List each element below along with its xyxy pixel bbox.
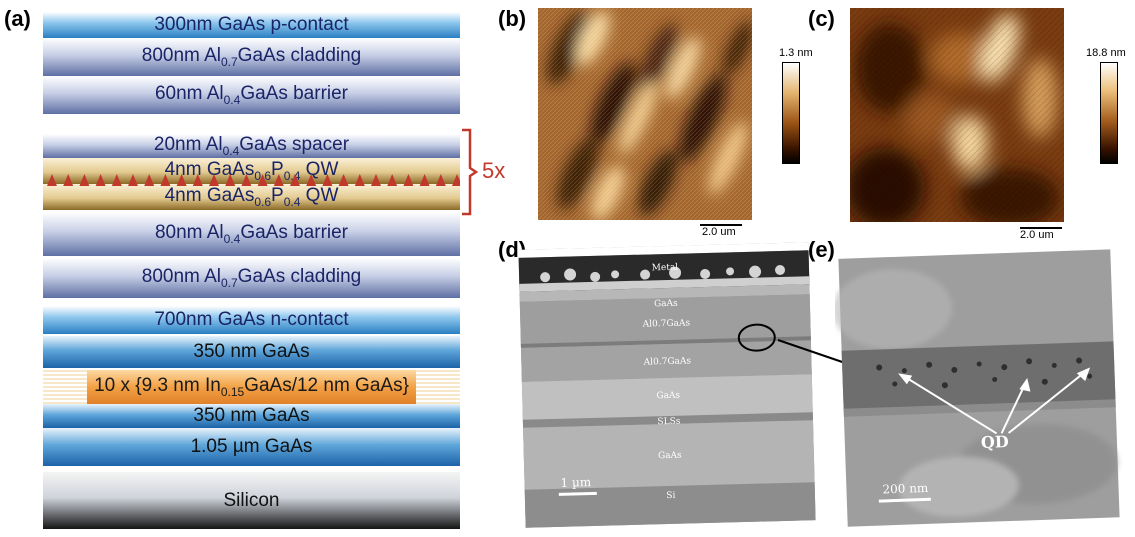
stack-layer-label: 700nm GaAs n-contact xyxy=(154,309,349,330)
stack-layer: 10 x {9.3 nm In0.15GaAs/12 nm GaAs} xyxy=(43,370,460,404)
scalebar-b-label: 2.0 um xyxy=(702,226,736,238)
stack-layer: 350 nm GaAs xyxy=(43,336,460,368)
stack-layer-label: 300nm GaAs p-contact xyxy=(154,14,349,35)
quantum-dot-marker xyxy=(176,174,187,186)
panel-label-e: (e) xyxy=(808,237,835,262)
quantum-dot-marker xyxy=(241,174,252,186)
stack-layer: Silicon xyxy=(43,472,460,529)
panel-label-b: (b) xyxy=(498,6,527,31)
repeat-bracket xyxy=(462,128,479,216)
quantum-dot-marker xyxy=(111,174,122,186)
panel-label-a: (a) xyxy=(4,6,31,31)
quantum-dot-marker xyxy=(273,174,284,186)
stack-layer-label: 10 x {9.3 nm In0.15GaAs/12 nm GaAs} xyxy=(94,375,409,399)
quantum-dot-marker xyxy=(452,174,460,186)
stack-layer-label: 1.05 µm GaAs xyxy=(190,436,313,457)
sem-label-0: Metal xyxy=(652,263,679,274)
stack-layer: 4nm GaAs0.6P0.4 QW xyxy=(43,184,460,210)
sem-label-3: Al0.7GaAs xyxy=(643,356,692,367)
sem-label-1: GaAs xyxy=(654,299,678,310)
stack-layer-label: 4nm GaAs0.6P0.4 QW xyxy=(164,159,339,183)
stack-layer-label: Silicon xyxy=(223,489,280,511)
sem-label-5: SLSs xyxy=(657,417,681,428)
stack-layer: 1.05 µm GaAs xyxy=(43,428,460,466)
stack-layer: 60nm Al0.4GaAs barrier xyxy=(43,76,460,114)
quantum-dot-marker xyxy=(63,174,74,186)
quantum-dot-marker xyxy=(47,174,57,186)
quantum-dot-marker xyxy=(257,174,268,186)
layer-stack: 300nm GaAs p-contact 800nm Al0.7GaAs clad… xyxy=(43,12,460,529)
repeat-count-label: 5x xyxy=(482,158,506,183)
stack-layer-label: 800nm Al0.7GaAs cladding xyxy=(141,266,362,290)
sem-scalebar-label: 1 µm xyxy=(560,475,592,490)
stack-layer: 800nm Al0.7GaAs cladding xyxy=(43,38,460,76)
quantum-dot-marker xyxy=(306,174,317,186)
quantum-dot-marker xyxy=(338,174,349,186)
stack-layer-label: 800nm Al0.7GaAs cladding xyxy=(141,45,362,69)
quantum-dot-markers xyxy=(47,174,460,186)
stack-layer: 20nm Al0.4GaAs spacer xyxy=(43,134,460,158)
scalebar-b xyxy=(700,224,742,226)
sem-label-6: GaAs xyxy=(658,451,682,462)
afm-image-c xyxy=(850,8,1064,222)
tem-scalebar-label: 200 nm xyxy=(882,481,929,497)
quantum-dot-marker xyxy=(209,174,219,186)
scalebar-c-label: 2.0 um xyxy=(1020,229,1054,241)
stack-layer-label: 350 nm GaAs xyxy=(193,405,310,426)
stack-layer-label: 20nm Al0.4GaAs spacer xyxy=(153,134,350,158)
stack-layer-label: 60nm Al0.4GaAs barrier xyxy=(154,83,349,107)
quantum-dot-marker xyxy=(419,174,430,186)
quantum-dot-marker xyxy=(160,174,171,186)
stack-layer: 350 nm GaAs xyxy=(43,404,460,428)
colorbar-b xyxy=(782,62,800,164)
quantum-dot-marker xyxy=(144,174,155,186)
quantum-dot-marker xyxy=(79,174,90,186)
stack-layer: 300nm GaAs p-contact xyxy=(43,12,460,38)
colorbar-c xyxy=(1100,62,1118,164)
quantum-dot-marker xyxy=(192,174,203,186)
sem-label-4: GaAs xyxy=(656,391,680,402)
quantum-dot-marker xyxy=(95,174,106,186)
quantum-dot-marker xyxy=(354,174,365,186)
sem-label-7: Si xyxy=(666,491,675,501)
qd-label: QD xyxy=(981,432,1010,452)
quantum-dot-marker xyxy=(290,174,300,186)
sls-core-band xyxy=(87,370,416,404)
stack-layer-label: 4nm GaAs0.6P0.4 QW xyxy=(164,185,339,209)
stack-layer: 80nm Al0.4GaAs barrier xyxy=(43,212,460,256)
sem-image-d: Metal GaAs Al0.7GaAs Al0.7GaAs GaAs SLSs… xyxy=(518,242,816,528)
quantum-dot-marker xyxy=(403,174,414,186)
quantum-dot-marker xyxy=(387,174,398,186)
stack-layer: 700nm GaAs n-contact xyxy=(43,306,460,334)
quantum-dot-marker xyxy=(371,174,381,186)
quantum-dot-marker xyxy=(128,174,138,186)
quantum-dot-marker xyxy=(322,174,333,186)
sem-label-2: Al0.7GaAs xyxy=(642,318,691,329)
scalebar-c xyxy=(1020,227,1062,229)
colorbar-c-max-label: 18.8 nm xyxy=(1086,47,1126,59)
panel-label-c: (c) xyxy=(808,6,835,31)
colorbar-b-max-label: 1.3 nm xyxy=(779,47,813,59)
afm-image-b xyxy=(538,8,752,220)
stack-layer-label: 80nm Al0.4GaAs barrier xyxy=(154,222,349,246)
quantum-dot-marker xyxy=(225,174,236,186)
quantum-dot-marker xyxy=(435,174,446,186)
stack-layer-label: 350 nm GaAs xyxy=(193,341,310,362)
tem-image-e: QD 200 nm xyxy=(835,249,1120,527)
stack-layer: 800nm Al0.7GaAs cladding xyxy=(43,258,460,298)
